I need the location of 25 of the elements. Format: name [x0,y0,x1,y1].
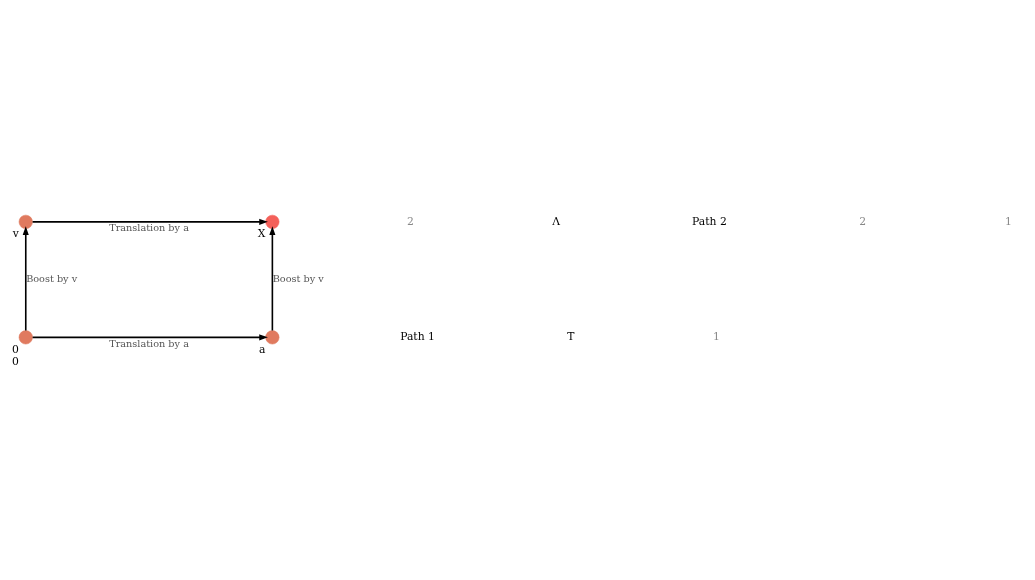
label: 2 [859,214,867,228]
node-circle [18,330,33,345]
node-label: X [257,227,266,241]
arrow [22,226,29,332]
edge-label: Boost by v [26,272,78,284]
node-circle [265,214,280,229]
label: 2 [407,214,414,228]
label: 1 [1005,214,1012,228]
label: Path 2 [692,214,727,228]
node-label: 0 [12,342,19,356]
label: T [567,330,575,344]
node-circle [18,214,33,229]
label: Λ [552,214,561,228]
edge-label: Translation by a [109,222,189,234]
node-label: a [258,342,266,356]
node-label: v [12,227,19,241]
arrow [31,334,268,341]
edge-label: Translation by a [109,337,189,349]
arrow [31,218,268,225]
node-label: 0 [12,354,19,368]
arrow [269,226,276,332]
edge-label: Boost by v [272,272,324,284]
label: 1 [713,330,720,344]
label: Path 1 [400,330,435,344]
node-circle [265,330,280,345]
